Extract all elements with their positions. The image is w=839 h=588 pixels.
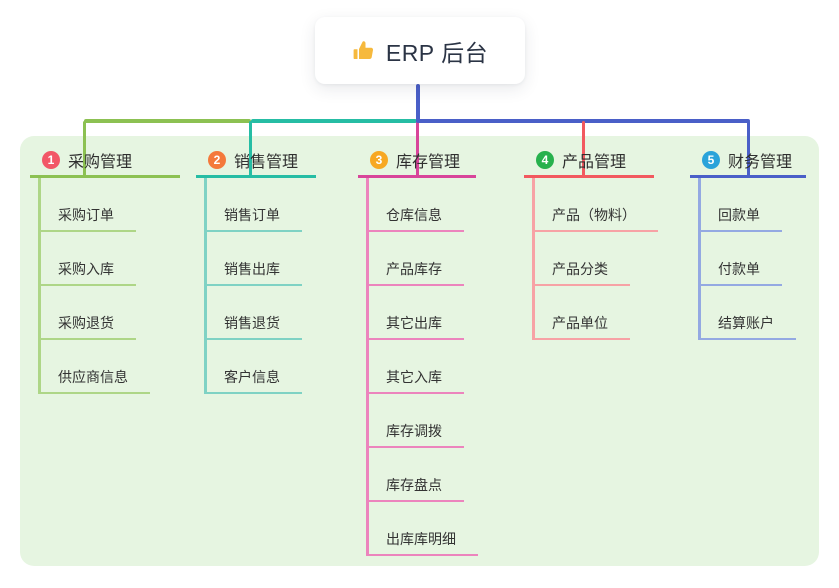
branch-number-badge: 4 xyxy=(536,151,554,169)
child-node-label: 产品（物料） xyxy=(552,207,636,223)
branches-panel xyxy=(20,136,819,566)
root-stem-connector xyxy=(416,84,420,123)
branch-drop-connector xyxy=(747,121,750,178)
child-node-label: 付款单 xyxy=(718,261,760,277)
children-vline-connector xyxy=(204,178,207,394)
child-node[interactable]: 销售出库 xyxy=(204,232,302,286)
branch-node-2[interactable]: 2 销售管理 xyxy=(196,145,316,178)
child-node[interactable]: 销售退货 xyxy=(204,286,302,340)
child-node[interactable]: 产品库存 xyxy=(366,232,464,286)
rail-mid-connector xyxy=(251,119,417,123)
branch-number-badge: 3 xyxy=(370,151,388,169)
child-node-label: 出库库明细 xyxy=(386,531,456,547)
branch-children-column: 产品（物料） 产品分类产品单位 xyxy=(532,178,658,340)
child-node[interactable]: 供应商信息 xyxy=(38,340,150,394)
child-node[interactable]: 采购退货 xyxy=(38,286,136,340)
branch-children-column: 采购订单采购入库采购退货供应商信息 xyxy=(38,178,150,394)
child-node-label: 库存盘点 xyxy=(386,477,442,493)
child-node[interactable]: 客户信息 xyxy=(204,340,302,394)
child-node-label: 库存调拨 xyxy=(386,423,442,439)
children-vline-connector xyxy=(38,178,41,394)
branch-drop-connector xyxy=(249,121,252,178)
child-node-label: 销售订单 xyxy=(224,207,280,223)
child-node[interactable]: 其它入库 xyxy=(366,340,464,394)
child-node-label: 客户信息 xyxy=(224,369,280,385)
rail-left-connector xyxy=(84,119,251,123)
child-node-label: 回款单 xyxy=(718,207,760,223)
branch-children-column: 销售订单销售出库销售退货客户信息 xyxy=(204,178,302,394)
child-node[interactable]: 结算账户 xyxy=(698,286,796,340)
branch-title: 销售管理 xyxy=(234,154,299,171)
child-node-label: 产品单位 xyxy=(552,315,608,331)
thumbs-up-icon xyxy=(352,39,376,63)
child-node[interactable]: 其它出库 xyxy=(366,286,464,340)
root-node[interactable]: ERP 后台 xyxy=(315,17,525,84)
child-node-label: 采购退货 xyxy=(58,315,114,331)
children-vline-connector xyxy=(698,178,701,340)
root-title: ERP 后台 xyxy=(385,39,489,66)
child-node-label: 产品分类 xyxy=(552,261,608,277)
branch-children-column: 回款单付款单结算账户 xyxy=(698,178,796,340)
branch-node-1[interactable]: 1 采购管理 xyxy=(30,145,180,178)
child-node-label: 仓库信息 xyxy=(386,207,442,223)
branch-title: 库存管理 xyxy=(396,154,461,171)
branch-node-4[interactable]: 4 产品管理 xyxy=(524,145,654,178)
child-node[interactable]: 仓库信息 xyxy=(366,178,464,232)
child-node-label: 销售出库 xyxy=(224,261,280,277)
child-node[interactable]: 库存调拨 xyxy=(366,394,464,448)
branch-drop-connector xyxy=(582,121,585,178)
child-node-label: 其它出库 xyxy=(386,315,442,331)
child-node[interactable]: 回款单 xyxy=(698,178,782,232)
child-node[interactable]: 产品单位 xyxy=(532,286,630,340)
children-vline-connector xyxy=(366,178,369,556)
child-node[interactable]: 出库库明细 xyxy=(366,502,478,556)
child-node[interactable]: 采购入库 xyxy=(38,232,136,286)
child-node-label: 其它入库 xyxy=(386,369,442,385)
branch-node-3[interactable]: 3 库存管理 xyxy=(358,145,476,178)
child-node-label: 产品库存 xyxy=(386,261,442,277)
child-node-label: 采购入库 xyxy=(58,261,114,277)
branch-number-badge: 5 xyxy=(702,151,720,169)
child-node-label: 供应商信息 xyxy=(58,369,128,385)
branch-title: 产品管理 xyxy=(562,154,627,171)
children-vline-connector xyxy=(532,178,535,340)
child-node[interactable]: 库存盘点 xyxy=(366,448,464,502)
branch-title: 采购管理 xyxy=(68,154,133,171)
branch-node-5[interactable]: 5 财务管理 xyxy=(690,145,806,178)
branch-number-badge: 2 xyxy=(208,151,226,169)
child-node[interactable]: 付款单 xyxy=(698,232,782,286)
branch-drop-connector xyxy=(416,121,419,178)
child-node[interactable]: 产品分类 xyxy=(532,232,630,286)
child-node[interactable]: 销售订单 xyxy=(204,178,302,232)
child-node-label: 销售退货 xyxy=(224,315,280,331)
child-node-label: 结算账户 xyxy=(718,315,774,331)
branch-title: 财务管理 xyxy=(728,154,793,171)
child-node[interactable]: 采购订单 xyxy=(38,178,136,232)
branch-drop-connector xyxy=(83,121,86,178)
branch-number-badge: 1 xyxy=(42,151,60,169)
branch-children-column: 仓库信息产品库存其它出库其它入库库存调拨库存盘点出库库明细 xyxy=(366,178,478,556)
child-node[interactable]: 产品（物料） xyxy=(532,178,658,232)
child-node-label: 采购订单 xyxy=(58,207,114,223)
